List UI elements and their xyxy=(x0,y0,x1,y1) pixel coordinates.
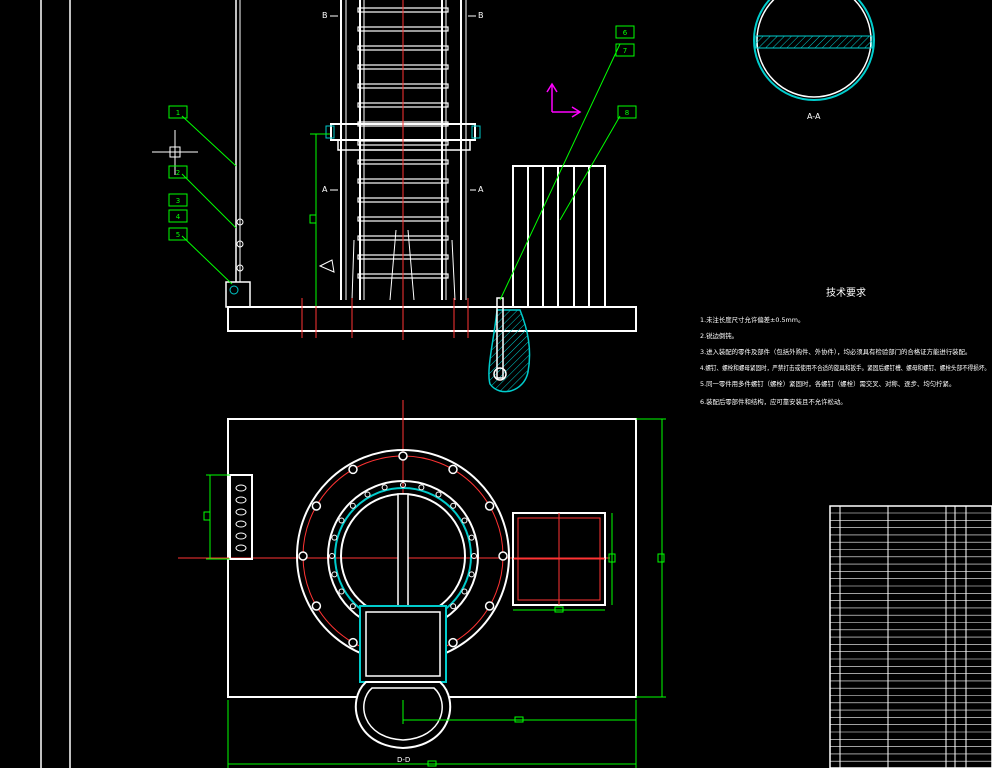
flange-bolt-hole xyxy=(448,637,458,648)
plan-view-label: D-D xyxy=(397,756,410,764)
flange-bolt-hole xyxy=(484,601,495,611)
inner-bolt xyxy=(364,491,371,498)
railing-box xyxy=(512,165,606,308)
balloon: 8 xyxy=(617,105,637,119)
flange-bolt-hole xyxy=(448,464,458,475)
balloon: 1 xyxy=(168,105,188,119)
balloon-number: 4 xyxy=(176,213,181,221)
inner-bolt xyxy=(450,603,457,610)
inner-bolt xyxy=(468,534,475,541)
balloon-number: 1 xyxy=(176,109,180,117)
balloon: 3 xyxy=(168,193,188,207)
front-view: B B A A xyxy=(152,0,637,393)
parts-list-table xyxy=(829,505,992,768)
inner-bolt xyxy=(468,571,475,578)
inner-bolt xyxy=(331,571,338,578)
section-label-b-right: B xyxy=(478,11,484,20)
inner-bolt xyxy=(450,502,457,509)
outlet-duct xyxy=(359,605,447,683)
anchor-detail-hatched xyxy=(488,309,531,393)
tech-req-line-1: 1.未注长度尺寸允许偏差±0.5mm。 xyxy=(700,315,804,324)
balloon-number: 2 xyxy=(176,169,180,177)
flange-bolt-hole xyxy=(311,501,322,511)
inner-bolt xyxy=(471,553,477,559)
tech-req-line-2: 2.锐边倒钝。 xyxy=(700,331,738,340)
balloon-number: 8 xyxy=(625,109,629,117)
inner-bolt xyxy=(461,517,468,524)
inner-bolt xyxy=(331,534,338,541)
detail-view-a-a: A-A xyxy=(753,0,875,121)
balloon-number: 5 xyxy=(176,231,180,239)
balloon-number: 7 xyxy=(623,47,627,55)
flange-bolt-hole xyxy=(498,551,508,561)
plan-view: D-D xyxy=(178,400,666,768)
inner-bolt xyxy=(349,502,356,509)
inner-bolt xyxy=(461,588,468,595)
inner-bolt xyxy=(435,491,442,498)
flange-bolt-hole xyxy=(484,501,495,511)
tech-requirements-title: 技术要求 xyxy=(826,286,866,299)
part-balloons: 1 2 3 4 5 6 7 8 xyxy=(168,25,637,241)
inner-bolt xyxy=(400,482,406,488)
flange-bolt-hole xyxy=(348,637,358,648)
inner-bolt xyxy=(338,588,345,595)
section-label-a-left: A xyxy=(322,185,328,194)
inner-bolt xyxy=(349,603,356,610)
tech-req-line-3: 3.进入装配的零件及部件（包括外购件、外协件），均必须具有检验部门的合格证方能进… xyxy=(700,347,971,356)
balloon: 6 xyxy=(615,25,635,39)
inner-bolt xyxy=(381,484,388,491)
flange-bolt-hole xyxy=(348,464,358,475)
left-post xyxy=(225,281,251,308)
flange-bolt-hole xyxy=(311,601,322,611)
tech-requirements: 技术要求 1.未注长度尺寸允许偏差±0.5mm。 2.锐边倒钝。 3.进入装配的… xyxy=(700,286,990,406)
base-plate xyxy=(227,306,637,332)
tech-req-line-5: 5.同一零件用多件螺钉（螺栓）紧固时，各螺钉（螺栓）需交叉、对称、逐步、均匀拧紧… xyxy=(700,379,955,388)
balloon: 7 xyxy=(615,43,635,57)
balloon-number: 3 xyxy=(176,197,180,205)
ucs-icon xyxy=(546,82,582,118)
section-label-a-right: A xyxy=(478,185,484,194)
balloon-number: 6 xyxy=(623,29,628,37)
tech-req-line-6: 6.装配后零部件和结构，应可靠安装且不允许松动。 xyxy=(700,397,847,406)
flange-bolt-hole xyxy=(398,451,408,461)
tech-req-line-4: 4.螺钉、螺栓和螺母紧固时，严禁打击或使用不合适的旋具和扳手。紧固后螺钉槽、螺母… xyxy=(700,363,990,372)
balloon: 5 xyxy=(168,227,188,241)
inner-bolt xyxy=(338,517,345,524)
flange-bolt-hole xyxy=(298,551,308,561)
balloon: 4 xyxy=(168,209,188,223)
inner-bolt xyxy=(418,484,425,491)
balloon: 2 xyxy=(168,165,188,179)
detail-label: A-A xyxy=(807,112,821,121)
inner-bolt xyxy=(329,553,335,559)
section-label-b-left: B xyxy=(322,11,328,20)
